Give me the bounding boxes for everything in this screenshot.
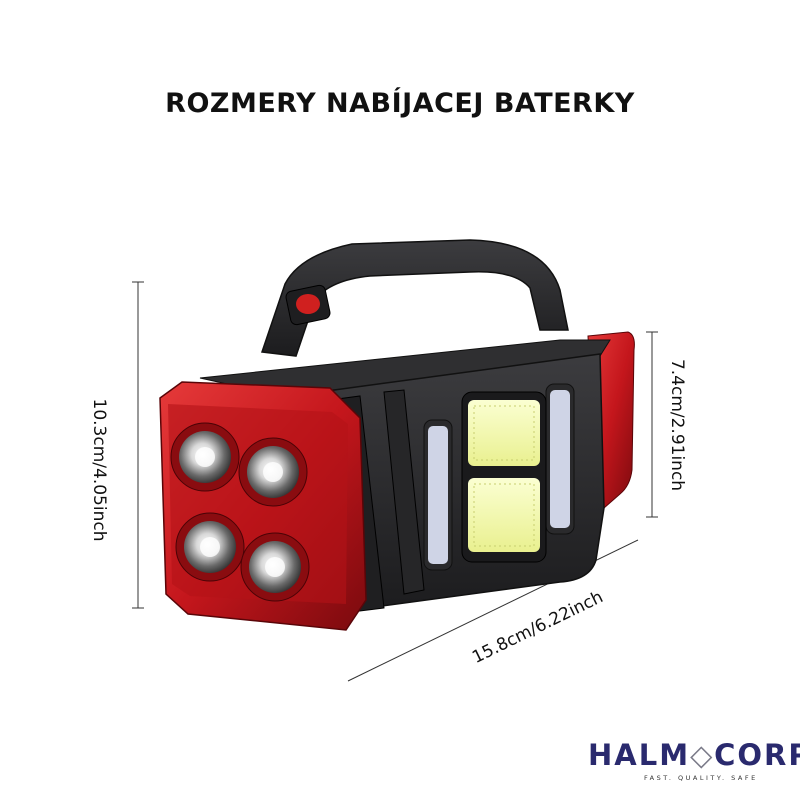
diamond-icon: ◇ (690, 738, 715, 772)
height-dimension-line (132, 281, 144, 609)
length-label: 15.8cm/6.22inch (469, 587, 606, 668)
brand-name-right: CORP (714, 738, 800, 772)
power-button (285, 284, 331, 326)
led-lens-group (170, 422, 310, 602)
height-label: 10.3cm/4.05inch (89, 399, 109, 542)
depth-dimension-line (646, 331, 658, 518)
flashlight-illustration (159, 239, 635, 631)
cob-led-panel (461, 391, 547, 563)
brand-tagline: FAST. QUALITY. SAFE (644, 774, 758, 782)
brand-name-left: HALM (588, 738, 691, 772)
brand-logo: HALM◇CORP FAST. QUALITY. SAFE (588, 738, 800, 788)
page-title: ROZMERY NABÍJACEJ BATERKY (165, 88, 635, 119)
depth-label: 7.4cm/2.91inch (667, 359, 687, 491)
side-led-strips (423, 383, 575, 571)
brand-wordmark: HALM◇CORP (588, 738, 800, 772)
